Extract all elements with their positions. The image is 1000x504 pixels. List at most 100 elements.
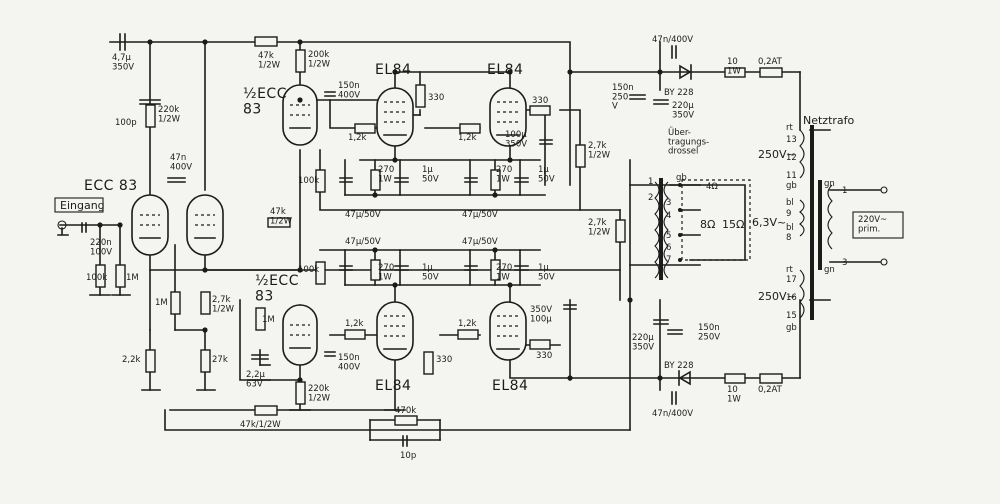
cap-100u-bot xyxy=(563,304,577,310)
tube-label-el84-3: EL84 xyxy=(375,378,411,394)
label-line: 350V xyxy=(672,110,694,120)
val-r-1k2-a: 1,2k xyxy=(348,133,367,143)
cap-10p xyxy=(402,435,408,447)
label-line: 1W xyxy=(727,394,741,404)
label-line: 1W xyxy=(496,272,510,282)
resistor-330-a xyxy=(415,84,426,108)
tube-ecc83-b xyxy=(186,194,224,256)
resistor-1k2-d xyxy=(457,329,479,340)
cap-47u-a xyxy=(339,177,353,183)
resistor-1m-b xyxy=(255,307,266,331)
resistor-2k7-in xyxy=(200,291,211,315)
trafo-bl-1: bl xyxy=(786,198,794,208)
out-tap-4: 4Ω xyxy=(706,182,718,192)
label-line: 100µ xyxy=(530,314,552,324)
cap-47u-c xyxy=(339,265,353,271)
cap-220n xyxy=(81,222,87,233)
resistor-47k-mid xyxy=(267,217,291,228)
out-tap-15: 15Ω xyxy=(722,218,744,231)
label-line: 10 xyxy=(727,57,738,67)
input-jack xyxy=(54,197,104,236)
label-line: 350V xyxy=(530,305,552,315)
val-fuse-top: 0,2AT xyxy=(758,57,783,67)
cap-47u-b xyxy=(464,177,478,183)
trafo-gn-top: gn xyxy=(824,179,835,189)
out-pin-5: 5 xyxy=(666,231,671,241)
val-c-47u-c: 47µ/50V xyxy=(345,237,381,247)
out-pin-6: 6 xyxy=(666,243,671,253)
trafo-rt-top: rt xyxy=(786,123,793,133)
ground-symbols xyxy=(89,294,406,411)
val-by228-bot: BY 228 xyxy=(664,361,693,371)
resistor-1k2-c xyxy=(344,329,366,340)
label-line: 50V xyxy=(422,174,439,184)
resistor-220k-2 xyxy=(295,381,306,405)
label-line: 50V xyxy=(538,272,555,282)
label-line: prim. xyxy=(858,224,880,234)
resistor-330-c xyxy=(423,351,434,375)
diode-by228-bot xyxy=(678,370,691,386)
trafo-p8: 8 xyxy=(786,233,791,243)
trafo-gb-top: gb xyxy=(786,181,797,191)
cap-2u2 xyxy=(251,354,269,360)
label-line: 400V xyxy=(338,362,360,372)
cap-100u-top xyxy=(539,139,553,145)
cap-150n-top xyxy=(324,91,336,97)
label-line: 47n xyxy=(170,153,186,163)
resistor-200k xyxy=(295,49,306,73)
label-line: 83 xyxy=(255,288,274,304)
trafo-bl-2: bl xyxy=(786,223,794,233)
val-c-47u-a: 47µ/50V xyxy=(345,210,381,220)
tube-el84-3 xyxy=(376,301,414,361)
label-line: 1/2W xyxy=(588,150,611,160)
label-line: 1/2W xyxy=(308,59,331,69)
trafo-fil-v: 6,3V~ xyxy=(752,216,786,229)
label-line: 50V xyxy=(422,272,439,282)
mains-label: 220V~prim. xyxy=(858,215,887,234)
tube-label-ecc83: ECC 83 xyxy=(84,178,138,194)
val-r-100k-in: 100k xyxy=(86,273,107,283)
cap-1u-d xyxy=(514,265,529,271)
tube-el84-2 xyxy=(489,87,527,147)
resistor-270-d xyxy=(490,259,501,281)
label-line: 220n xyxy=(90,238,112,248)
diode-by228-top xyxy=(679,64,692,80)
val-r-47k-fb: 47k/1/2W xyxy=(240,420,281,430)
cap-4u7 xyxy=(119,33,126,51)
resistor-1k2-b xyxy=(459,123,481,134)
input-label: Eingang xyxy=(60,199,105,212)
label-line: 100V xyxy=(90,247,112,257)
resistor-10-top xyxy=(724,67,746,78)
val-by228-top: BY 228 xyxy=(664,88,693,98)
label-line: 1W xyxy=(727,66,741,76)
label-line: 1W xyxy=(496,174,510,184)
resistor-220k-1 xyxy=(145,104,156,128)
mains-transformer xyxy=(799,125,904,320)
val-c-47u-b: 47µ/50V xyxy=(462,210,498,220)
label-line: V xyxy=(612,102,618,112)
trafo-gb-bot: gb xyxy=(786,323,797,333)
resistor-47k-top xyxy=(254,36,278,47)
label-line: 270 xyxy=(378,165,394,175)
label-line: 350V xyxy=(505,139,527,149)
resistor-47k-fb xyxy=(254,405,278,416)
label-line: 270 xyxy=(378,263,394,273)
trafo-rt-bot: rt xyxy=(786,265,793,275)
resistor-330-d xyxy=(529,339,551,350)
label-line: 2,7k xyxy=(588,141,607,151)
